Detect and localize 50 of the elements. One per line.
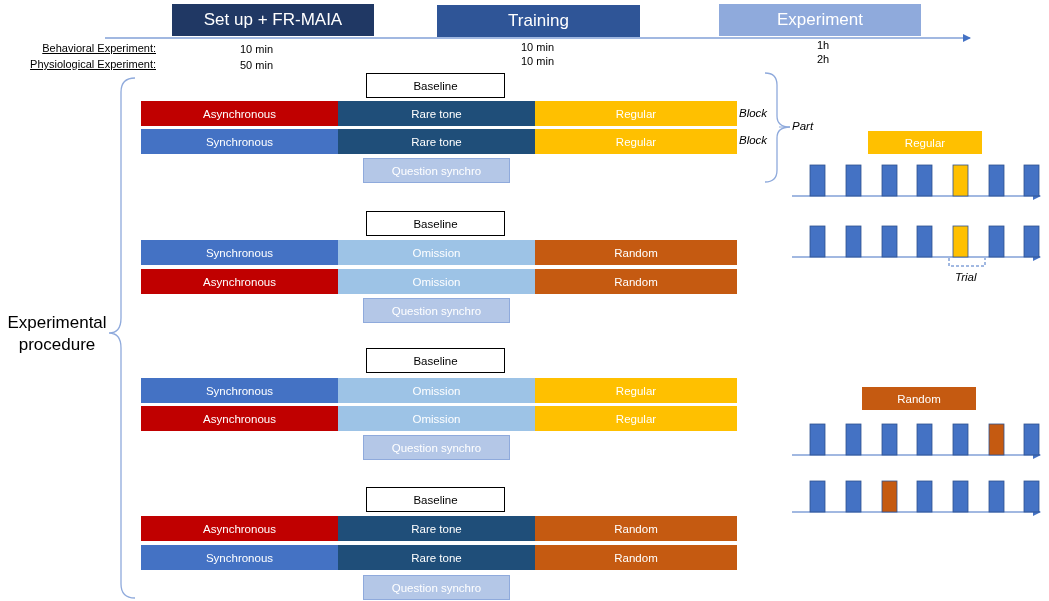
annotation-label: Block: [739, 107, 768, 121]
duration-label: 10 min: [521, 41, 555, 55]
duration-label: 10 min: [521, 55, 555, 69]
phase-box: Training: [437, 5, 640, 37]
task-segment: Rare tone: [338, 101, 535, 126]
duration-label: 50 min: [240, 59, 274, 73]
row-heading: Physiological Experiment:: [30, 58, 156, 72]
baseline-box: Baseline: [366, 487, 505, 512]
baseline-box: Baseline: [366, 348, 505, 373]
baseline-box: Baseline: [366, 73, 505, 98]
task-segment: Omission: [338, 406, 535, 431]
sequence-segment: Regular: [535, 406, 737, 431]
sequence-segment: Random: [535, 269, 737, 294]
annotation-label: Block: [739, 134, 768, 148]
duration-label: 1h: [817, 39, 830, 53]
procedure-label: Experimental procedure: [6, 312, 108, 357]
task-segment: Rare tone: [338, 516, 535, 541]
question-box: Question synchro: [363, 158, 510, 183]
duration-label: 10 min: [240, 43, 274, 57]
duration-label: 2h: [817, 53, 830, 67]
sequence-segment: Random: [535, 545, 737, 570]
annotation-label: Part: [792, 120, 814, 134]
condition-segment: Asynchronous: [141, 101, 338, 126]
annotation-label: Trial: [955, 271, 977, 285]
sequence-segment: Regular: [535, 129, 737, 154]
phase-box: Experiment: [719, 4, 921, 36]
task-segment: Rare tone: [338, 129, 535, 154]
task-segment: Rare tone: [338, 545, 535, 570]
sequence-segment: Random: [535, 240, 737, 265]
task-segment: Omission: [338, 378, 535, 403]
condition-segment: Asynchronous: [141, 406, 338, 431]
question-box: Question synchro: [363, 298, 510, 323]
sequence-segment: Regular: [535, 378, 737, 403]
condition-segment: Asynchronous: [141, 516, 338, 541]
sequence-segment: Random: [535, 516, 737, 541]
task-segment: Omission: [338, 240, 535, 265]
phase-box: Set up + FR-MAIA: [172, 4, 374, 36]
condition-segment: Synchronous: [141, 129, 338, 154]
baseline-box: Baseline: [366, 211, 505, 236]
condition-segment: Synchronous: [141, 378, 338, 403]
task-segment: Omission: [338, 269, 535, 294]
condition-segment: Synchronous: [141, 240, 338, 265]
sequence-segment: Random: [862, 387, 976, 410]
row-heading: Behavioral Experiment:: [42, 42, 156, 56]
condition-segment: Asynchronous: [141, 269, 338, 294]
question-box: Question synchro: [363, 575, 510, 600]
question-box: Question synchro: [363, 435, 510, 460]
condition-segment: Synchronous: [141, 545, 338, 570]
sequence-segment: Regular: [868, 131, 982, 154]
sequence-segment: Regular: [535, 101, 737, 126]
